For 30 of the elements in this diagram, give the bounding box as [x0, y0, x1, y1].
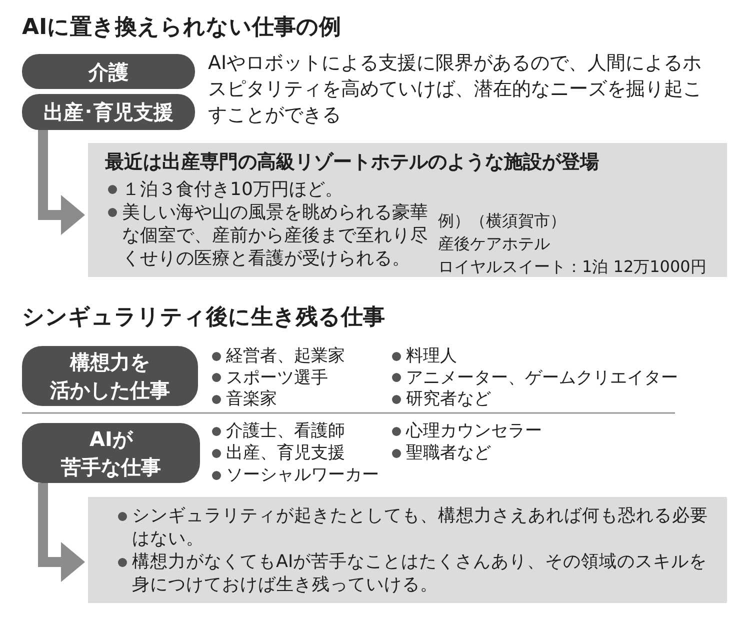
list-item-text: ソーシャルワーカー: [226, 464, 379, 486]
description-text: AIやロボットによる支援に限界があるので、人間によるホスピタリティを高めていけば、潜在的なニーズを掘り起こすことができる: [208, 51, 703, 128]
list-item-text: 研究者など: [406, 388, 491, 410]
elbow-arrow: [38, 130, 85, 235]
category-pill: AIが苦手な仕事: [22, 423, 200, 483]
list-item-text: 美しい海や山の風景を眺められる豪華な個室で、産前から産後まで至れり尽くせりの医療と看護が受けられる。: [122, 201, 429, 270]
example-text: ロイヤルスイート：1泊 12万1000円: [438, 256, 706, 278]
list-item-text: １泊３食付き10万円ほど。: [122, 178, 344, 201]
list-item-text: 経営者、起業家: [226, 345, 345, 367]
panel-heading: 最近は出産専門の高級リゾートホテルのような施設が登場: [105, 150, 599, 175]
list-item-text: スポーツ選手: [226, 366, 328, 388]
list-item-text: アニメーター、ゲームクリエイター: [406, 366, 678, 388]
list-item-text: 料理人: [406, 345, 457, 367]
list-item-text: 聖職者など: [406, 442, 491, 464]
example-text: 例）（横須賀市）: [438, 210, 566, 232]
category-pill: 構想力を活かした仕事: [22, 346, 198, 406]
section-title: AIに置き換えられない仕事の例: [22, 14, 342, 42]
info-panel: [88, 143, 727, 277]
list-item-text: 介護士、看護師: [226, 420, 345, 442]
list-item-text: シンギュラリティが起きたとしても、構想力さえあれば何も恐れる必要はない。: [132, 505, 709, 551]
list-item-text: 音楽家: [226, 388, 277, 410]
section-title: シンギュラリティ後に生き残る仕事: [22, 304, 386, 332]
example-text: 産後ケアホテル: [438, 233, 550, 255]
elbow-arrow: [38, 483, 85, 582]
category-pill: 介護: [22, 54, 195, 89]
list-item-text: 構想力がなくてもAIが苦手なことはたくさんあり、その領域のスキルを身につけておけば生き残っていける。: [132, 551, 708, 597]
list-item-text: 出産、育児支援: [226, 442, 345, 464]
info-panel: [88, 497, 727, 603]
category-pill: 出産･育児支援: [22, 94, 195, 130]
list-item-text: 心理カウンセラー: [406, 420, 542, 442]
